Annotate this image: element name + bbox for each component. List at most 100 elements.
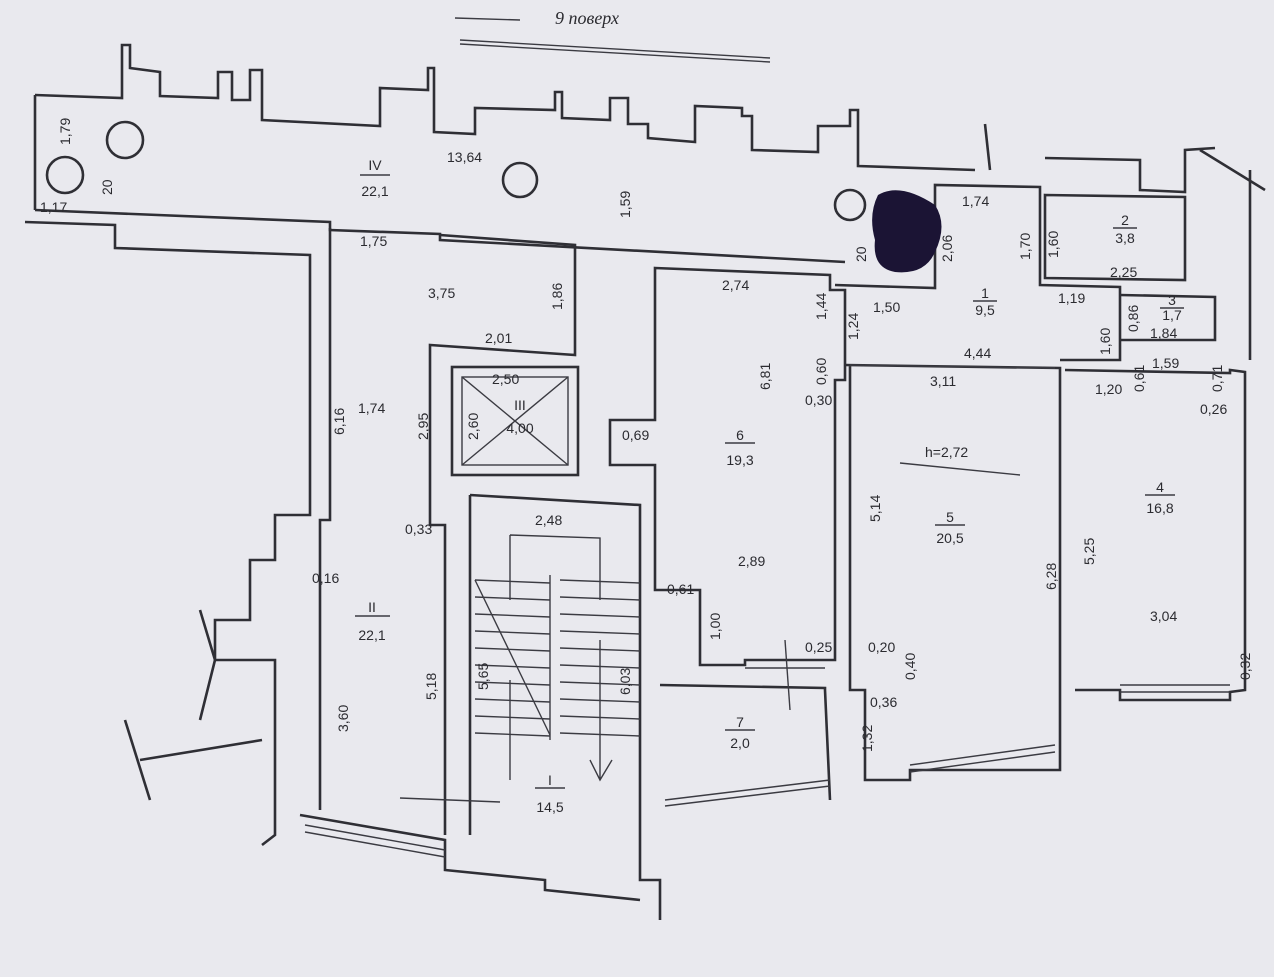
corridor-right-stub (983, 123, 992, 171)
hall-ii-left-wall (24, 220, 312, 847)
stair-arrow (589, 640, 613, 782)
room-iv-number: IV (368, 157, 382, 173)
floor-title: 9 поверх (555, 8, 619, 28)
hall-ii-left-jog (198, 609, 217, 721)
hall-ii-bottom-window (299, 813, 641, 902)
dimension-labels: 1,79 20 1,17 13,64 1,59 1,75 3,75 1,86 6… (40, 118, 1253, 752)
dim-label: 0,60 (813, 358, 829, 385)
balcony-line (123, 719, 152, 801)
room-3-number: 3 (1168, 292, 1176, 308)
room-6-area: 19,3 (726, 452, 753, 468)
dim-label: 0,36 (870, 694, 897, 710)
dim-label: 6,28 (1043, 563, 1059, 590)
dim-label: 2,74 (722, 277, 749, 293)
dim-label: 0,33 (405, 521, 432, 537)
room-4-area: 16,8 (1146, 500, 1173, 516)
dim-label: 13,64 (447, 149, 482, 165)
dim-label: 0,69 (622, 427, 649, 443)
room-i-number: I (548, 772, 552, 788)
dim-label: 2,06 (939, 235, 955, 262)
room-7-area: 2,0 (730, 735, 750, 751)
room-4-number: 4 (1156, 479, 1164, 495)
dim-label: 2,60 (465, 413, 481, 440)
hall-ii-inner-wall (318, 228, 332, 810)
room-4-wall (1064, 368, 1247, 702)
stair-landing (509, 534, 601, 600)
room-7-wall (659, 683, 832, 801)
ink-blot (872, 190, 942, 273)
dim-label: 2,48 (535, 512, 562, 528)
dim-label: 1,19 (1058, 290, 1085, 306)
dim-label: 5,25 (1081, 538, 1097, 565)
lift-block-wall (428, 233, 577, 835)
vent-circle-3 (501, 161, 539, 199)
room-1-wall (834, 183, 1122, 362)
dim-label: 2,50 (492, 371, 519, 387)
lift-shaft-iii (428, 233, 580, 835)
ceiling-underline (899, 462, 1021, 476)
floor-title-group: 9 поверх (454, 8, 771, 63)
outer-walls (33, 43, 1266, 360)
room-5-number: 5 (946, 509, 954, 525)
dim-label: 0,32 (1237, 653, 1253, 680)
dim-label: 0,30 (805, 392, 832, 408)
dim-label: 1,84 (1150, 325, 1177, 341)
dim-label: 1,17 (40, 199, 67, 215)
room-1-5 (834, 183, 1217, 782)
door-7-marker (784, 639, 791, 711)
title-underline-left (454, 17, 521, 21)
room-labels: 1 9,5 2 3,8 3 1,7 4 16,8 5 20,5 6 19,3 7… (355, 157, 1184, 815)
hall-ii (24, 220, 641, 902)
room-i-area: 14,5 (536, 799, 563, 815)
title-underline-1 (459, 39, 771, 59)
dim-label: 0,20 (868, 639, 895, 655)
dim-label: 1,79 (57, 118, 73, 145)
room-2-wall (1043, 193, 1187, 282)
dim-label: 3,75 (428, 285, 455, 301)
room-5-area: 20,5 (936, 530, 963, 546)
room-6-7 (608, 266, 847, 807)
dim-label: 0,16 (312, 570, 339, 586)
dim-label: 5,65 (475, 663, 491, 690)
dim-label: 20 (99, 179, 115, 195)
dim-label: 1,59 (1152, 355, 1179, 371)
dim-label: 0,86 (1125, 305, 1141, 332)
dim-label: 0,40 (902, 653, 918, 680)
dim-label: 0,26 (1200, 401, 1227, 417)
dim-label: 1,86 (549, 283, 565, 310)
dim-label: 1,60 (1045, 231, 1061, 258)
lift-shaft-inner (461, 376, 569, 466)
dim-label: 0,61 (1131, 365, 1147, 392)
room-7-number: 7 (736, 714, 744, 730)
room-6-wall (608, 266, 847, 667)
dim-label: 6,81 (757, 363, 773, 390)
dim-label: 2,89 (738, 553, 765, 569)
lift-shaft-outer (450, 365, 580, 477)
stair-outline (469, 493, 662, 920)
lift-x-2 (461, 376, 569, 466)
dim-label: 6,03 (617, 668, 633, 695)
dim-label: 1,75 (360, 233, 387, 249)
room-5-top (849, 364, 1056, 369)
dim-label: 1,00 (707, 613, 723, 640)
dim-label: 3,04 (1150, 608, 1177, 624)
vent-circle-4 (833, 188, 867, 222)
corridor-lower-wall (34, 208, 846, 264)
dim-label: 0,25 (805, 639, 832, 655)
roofline-wall (34, 43, 976, 172)
room-iii-number: III (514, 397, 526, 413)
dim-label: 1,74 (962, 193, 989, 209)
dim-label: 2,01 (485, 330, 512, 346)
room-1-number: 1 (981, 285, 989, 301)
dim-label: 0,71 (1209, 365, 1225, 392)
room-5-window (909, 744, 1056, 773)
dim-label: 6,16 (331, 408, 347, 435)
room-2-number: 2 (1121, 212, 1129, 228)
dim-label: 4,44 (964, 345, 991, 361)
room-ii-number: II (368, 599, 376, 615)
dim-label: 1,24 (845, 313, 861, 340)
dim-label: 1,60 (1097, 328, 1113, 355)
room-1-area: 9,5 (975, 302, 995, 318)
